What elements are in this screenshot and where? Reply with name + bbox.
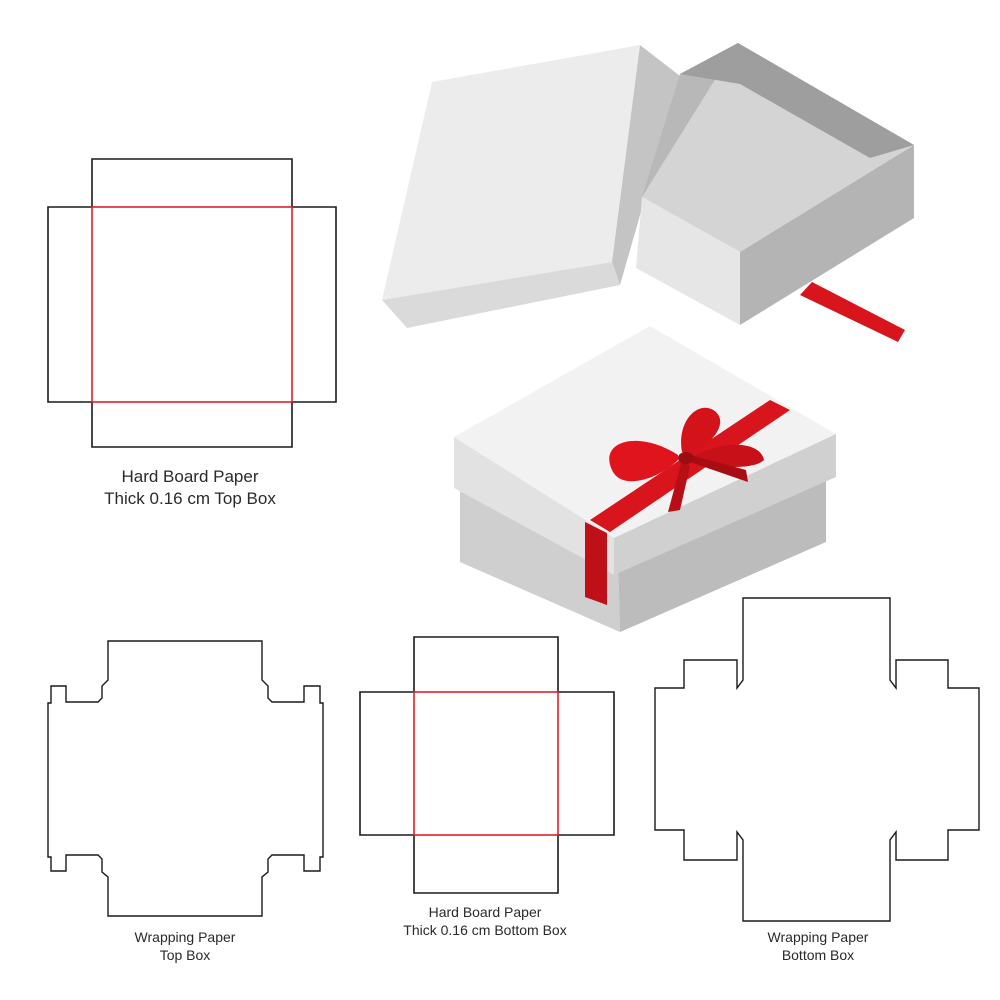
wrapping-bottom-cut-outline — [654, 597, 980, 922]
open-box-illustration — [382, 43, 914, 342]
lid-side-front — [382, 262, 620, 328]
wrapping-bottom-caption: Wrapping Paper Bottom Box — [728, 928, 908, 964]
bow-top-loop — [681, 407, 721, 456]
bottom-box-dieline — [359, 636, 615, 894]
bottom-box-caption: Hard Board Paper Thick 0.16 cm Bottom Bo… — [365, 903, 605, 939]
top-box-caption: Hard Board Paper Thick 0.16 cm Top Box — [70, 466, 310, 510]
top-box-dieline — [47, 158, 337, 448]
bottom-box-caption-line2: Thick 0.16 cm Bottom Box — [403, 922, 567, 939]
lid-top-face — [382, 45, 640, 300]
box-inner-left-wall — [642, 43, 738, 197]
top-box-caption-line1: Hard Board Paper — [121, 467, 259, 486]
bottom-box-fold-lines — [413, 691, 559, 836]
wrapping-top-cut-outline — [47, 640, 324, 917]
top-box-caption-line2: Thick 0.16 cm Top Box — [104, 489, 276, 509]
wrapping-bottom-caption-line2: Bottom Box — [781, 947, 855, 964]
gift-ribbon-band-side — [585, 522, 607, 605]
bow-left-loop — [609, 440, 678, 482]
bow-knot — [678, 452, 694, 464]
gift-lid-top — [454, 326, 836, 538]
wrapping-top-caption-line2: Top Box — [159, 947, 211, 964]
gift-box-illustration — [454, 326, 836, 632]
gift-lid-right — [614, 434, 836, 575]
red-bow — [609, 407, 764, 512]
wrapping-top-caption: Wrapping Paper Top Box — [95, 928, 275, 964]
wrapping-top-caption-line1: Wrapping Paper — [134, 929, 236, 945]
bottom-box-cut-outline — [359, 636, 615, 894]
box-inner-back-wall — [680, 43, 914, 158]
gift-lid-left — [454, 437, 614, 575]
wrapping-bottom-caption-line1: Wrapping Paper — [767, 929, 869, 945]
ribbon-tail — [800, 282, 905, 342]
box-inner-floor — [642, 43, 914, 252]
bow-tail-left — [668, 460, 690, 512]
gift-base-right — [618, 478, 826, 632]
box-right-side — [740, 145, 914, 325]
lid-side-right — [612, 45, 680, 285]
bow-tail-right — [690, 456, 748, 482]
bottom-box-caption-line1: Hard Board Paper — [428, 904, 542, 920]
top-box-fold-lines — [91, 206, 293, 403]
box-left-side — [636, 197, 740, 325]
gift-base-left — [460, 488, 620, 632]
